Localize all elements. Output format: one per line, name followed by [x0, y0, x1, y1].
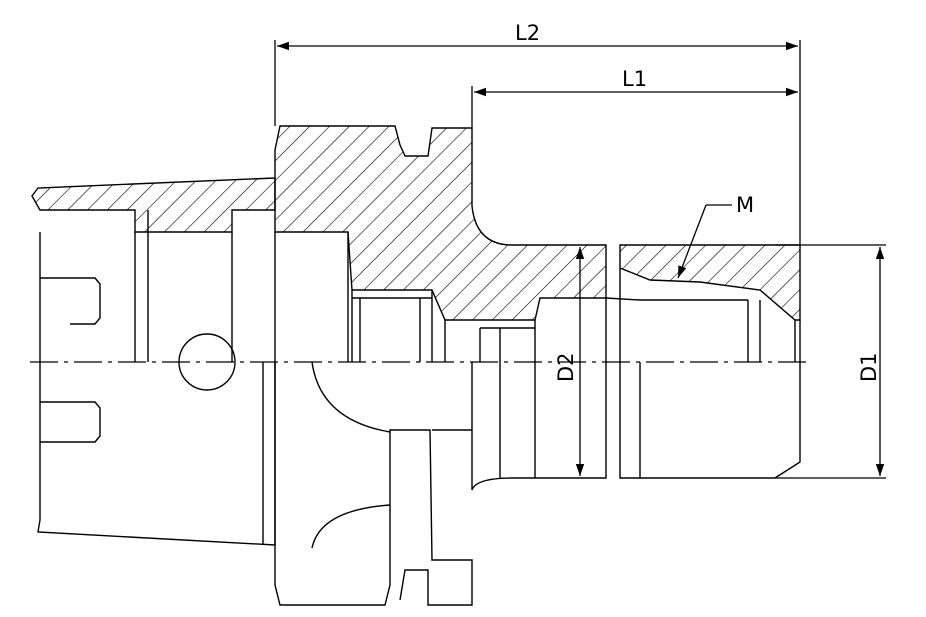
- dimension-l1: [471, 86, 798, 128]
- clamping-nut-section: [619, 244, 801, 321]
- dimension-l2: [274, 40, 801, 245]
- dimension-d1: [775, 244, 886, 479]
- section-upper-half: [31, 125, 801, 443]
- dimension-d1-label: D1: [857, 352, 881, 382]
- thread-m-label: M: [736, 193, 754, 217]
- leader-m: [677, 204, 732, 279]
- flange-body-section: [274, 125, 607, 321]
- dimension-l2-label: L2: [515, 21, 540, 45]
- dimension-d2-label: D2: [554, 352, 578, 382]
- taper-shank-section: [31, 177, 276, 233]
- outline-lower-half: [37, 361, 801, 606]
- dimension-l1-label: L1: [622, 67, 647, 91]
